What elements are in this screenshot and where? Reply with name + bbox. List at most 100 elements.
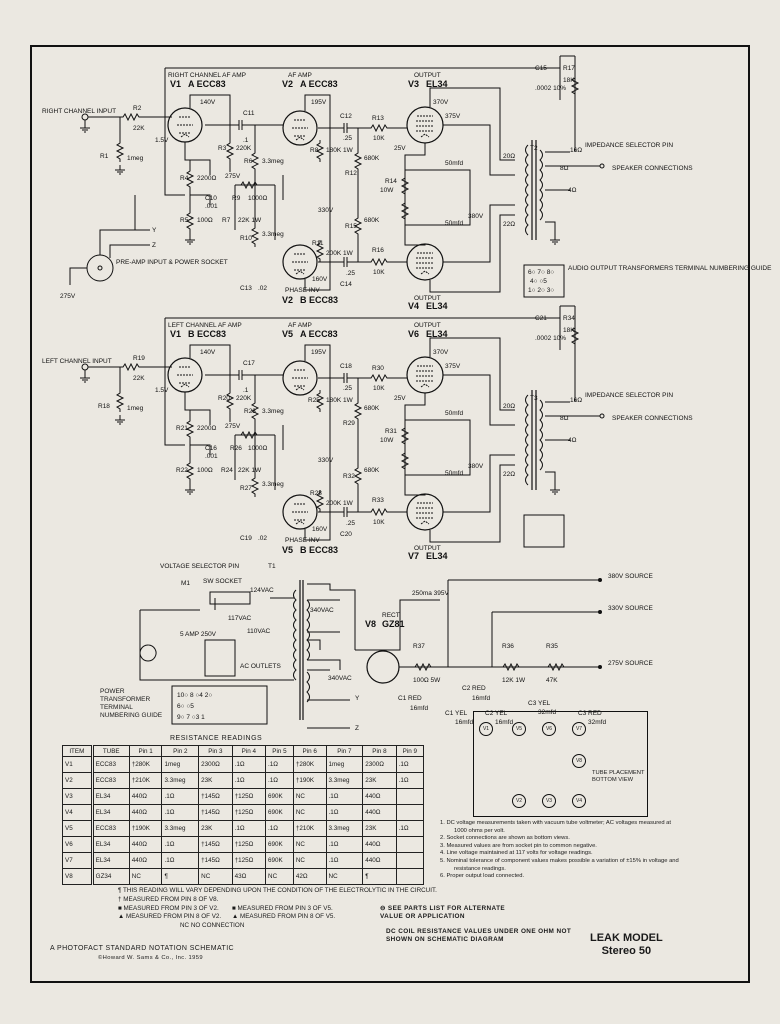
svg-text:RECT: RECT	[382, 612, 400, 619]
svg-text:1.5V: 1.5V	[155, 387, 169, 394]
svg-text:R1: R1	[100, 153, 109, 160]
svg-text:R27: R27	[240, 485, 252, 492]
svg-text:R17: R17	[563, 65, 575, 72]
svg-text:B ECC83: B ECC83	[300, 295, 338, 305]
parts-list-note: ⊖ SEE PARTS LIST FOR ALTERNATE VALUE OR …	[380, 905, 506, 920]
column-header: Pin 2	[161, 745, 200, 757]
column-header: ITEM	[62, 745, 94, 757]
svg-text:Z: Z	[355, 725, 359, 732]
coil-resistance-note: DC COIL RESISTANCE VALUES UNDER ONE OHM …	[386, 928, 572, 943]
table-cell: .1Ω	[231, 756, 267, 773]
svg-text:4○ ○5: 4○ ○5	[530, 278, 547, 285]
svg-text:1000Ω: 1000Ω	[248, 195, 267, 202]
svg-text:275V: 275V	[225, 423, 241, 430]
svg-text:.25: .25	[346, 520, 355, 527]
table-cell: †190K	[292, 772, 327, 789]
svg-text:V4: V4	[408, 301, 419, 311]
svg-text:C10: C10	[205, 195, 217, 202]
table-cell: .1Ω	[395, 772, 425, 789]
svg-text:R32: R32	[343, 473, 355, 480]
svg-text:200K 1W: 200K 1W	[326, 500, 354, 507]
svg-text:R29: R29	[343, 420, 355, 427]
legend-note: ■ MEASURED FROM PIN 3 OF V5.	[232, 905, 333, 912]
column-header: Pin 1	[128, 745, 163, 757]
table-cell	[395, 788, 425, 805]
svg-text:LEFT CHANNEL INPUT: LEFT CHANNEL INPUT	[42, 358, 112, 365]
svg-text:47K: 47K	[546, 677, 558, 684]
svg-text:A ECC83: A ECC83	[300, 79, 338, 89]
table-cell: .1Ω	[325, 852, 364, 869]
svg-text:R33: R33	[372, 497, 384, 504]
svg-text:12K 1W: 12K 1W	[502, 677, 526, 684]
svg-text:380V SOURCE: 380V SOURCE	[608, 573, 653, 580]
notes: 1. DC voltage measurements taken with va…	[440, 820, 679, 880]
svg-text:22Ω: 22Ω	[503, 471, 515, 478]
svg-text:EL34: EL34	[426, 79, 448, 89]
table-cell: .1Ω	[265, 756, 294, 773]
svg-text:C13: C13	[240, 285, 252, 292]
table-cell: †125Ω	[231, 852, 267, 869]
svg-text:380V: 380V	[468, 213, 484, 220]
svg-text:C18: C18	[340, 363, 352, 370]
svg-text:100Ω: 100Ω	[197, 467, 213, 474]
svg-text:C1: C1	[398, 695, 407, 702]
table-cell: V5	[62, 820, 94, 837]
svg-text:18K: 18K	[563, 327, 575, 334]
svg-text:R16: R16	[372, 247, 384, 254]
svg-text:Y: Y	[152, 227, 157, 234]
svg-text:.02: .02	[258, 535, 267, 542]
table-cell: ECC83	[91, 820, 130, 837]
svg-text:A ECC83: A ECC83	[188, 79, 226, 89]
table-cell: †280K	[292, 756, 327, 773]
table-cell: †210K	[292, 820, 327, 837]
svg-text:32mfd: 32mfd	[538, 709, 556, 716]
svg-text:1meg: 1meg	[127, 155, 144, 162]
svg-text:Z: Z	[152, 242, 156, 249]
svg-text:V1: V1	[170, 79, 181, 89]
column-header: Pin 3	[198, 745, 233, 757]
svg-text:V2: V2	[282, 79, 293, 89]
svg-text:3.3meg: 3.3meg	[262, 481, 284, 488]
svg-text:380V: 380V	[468, 463, 484, 470]
copyright: ©Howard W. Sams & Co., Inc. 1959	[98, 955, 204, 961]
svg-text:10W: 10W	[380, 187, 394, 194]
table-cell: NC	[292, 852, 327, 869]
table-cell: .1Ω	[325, 804, 364, 821]
svg-text:R4: R4	[180, 175, 189, 182]
column-header: TUBE	[91, 745, 130, 757]
table-cell: †145Ω	[198, 852, 233, 869]
svg-text:6○ ○5: 6○ ○5	[177, 703, 194, 710]
svg-text:C17: C17	[243, 360, 255, 367]
table-cell: 23K	[198, 820, 233, 837]
table-cell: 2300Ω	[198, 756, 233, 773]
table-cell: EL34	[91, 836, 130, 853]
svg-text:22K: 22K	[133, 375, 145, 382]
table-cell: 23K	[362, 772, 397, 789]
table-cell: 440Ω	[128, 804, 163, 821]
legend-note: ■ MEASURED FROM PIN 3 OF V2.	[118, 905, 219, 912]
table-cell: 440Ω	[362, 788, 397, 805]
table-cell: 3.3meg	[161, 820, 200, 837]
table-cell: .1Ω	[161, 788, 200, 805]
svg-text:195V: 195V	[311, 99, 327, 106]
table-cell: .1Ω	[395, 756, 425, 773]
svg-text:1meg: 1meg	[127, 405, 144, 412]
table-cell: ¶	[161, 868, 200, 885]
svg-text:PHASE INV: PHASE INV	[285, 537, 320, 544]
table-cell: 690K	[265, 788, 294, 805]
table-cell: NC	[325, 868, 364, 885]
table-cell: .1Ω	[325, 788, 364, 805]
svg-text:C16: C16	[205, 445, 217, 452]
table-cell: .1Ω	[325, 836, 364, 853]
table-cell	[395, 852, 425, 869]
svg-text:R24: R24	[221, 467, 233, 474]
svg-text:C19: C19	[240, 535, 252, 542]
svg-text:20Ω: 20Ω	[503, 403, 515, 410]
table-cell: †125Ω	[231, 788, 267, 805]
resistance-readings-title: RESISTANCE READINGS	[170, 735, 263, 742]
